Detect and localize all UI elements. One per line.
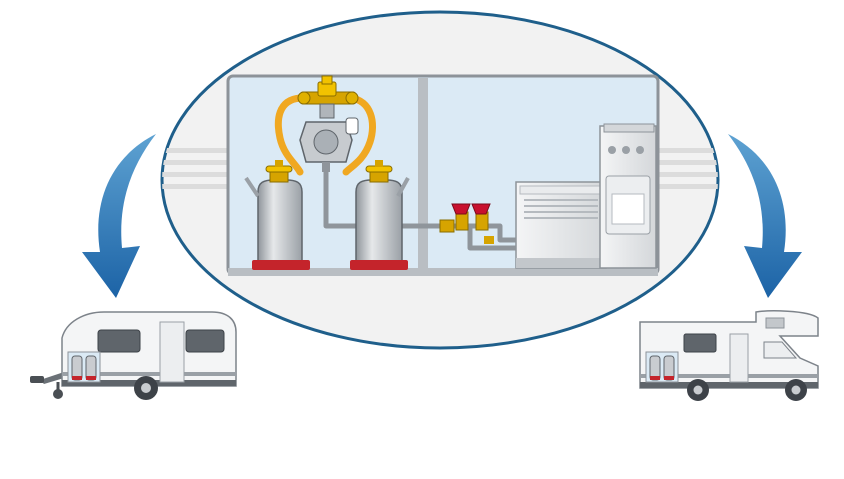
shutoff-valves [439, 203, 494, 244]
wall-stripes [162, 148, 718, 189]
stove-oven-appliance [599, 123, 657, 269]
caravan-vehicle [30, 311, 237, 400]
gas-cylinder-left [244, 160, 310, 270]
motorhome-vehicle [639, 310, 819, 401]
regulator [297, 75, 359, 172]
arrow-to-caravan-icon [82, 134, 156, 298]
arrow-to-motorhome-icon [728, 134, 802, 298]
yellow-hoses [274, 94, 376, 176]
heater-appliance [515, 181, 607, 269]
gas-cylinder-right [350, 160, 410, 270]
